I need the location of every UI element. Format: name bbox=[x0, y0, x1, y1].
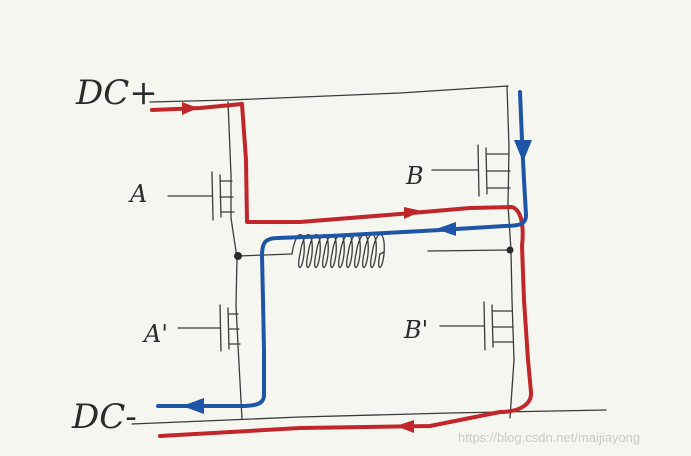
red-current-path bbox=[150, 102, 534, 438]
red-arrow-plus bbox=[182, 102, 198, 115]
switch-b-prime-taps bbox=[491, 310, 514, 343]
switch-a-prime-taps bbox=[227, 313, 241, 345]
switch-b bbox=[431, 144, 511, 197]
switch-a-prime-gate bbox=[219, 304, 222, 352]
red-arrow-load bbox=[404, 207, 422, 219]
switch-b-taps bbox=[485, 153, 511, 189]
dc-plus-label: DC+ bbox=[75, 73, 158, 113]
switch-a-channel bbox=[219, 174, 222, 218]
left-leg-wire bbox=[227, 101, 243, 420]
blue-arrow-load bbox=[436, 222, 456, 236]
left-midpoint-node bbox=[234, 252, 242, 260]
switch-b-prime-label: B' bbox=[403, 316, 428, 344]
switch-a-label: A bbox=[128, 180, 147, 208]
dc-minus-label: DC- bbox=[71, 397, 137, 437]
switch-a-prime bbox=[177, 304, 241, 352]
switch-a-prime-label: A' bbox=[142, 320, 168, 348]
dc-minus-rail bbox=[131, 409, 607, 425]
switch-b-prime bbox=[439, 301, 514, 351]
watermark: https://blog.csdn.net/maijiayong bbox=[458, 430, 640, 445]
switch-a bbox=[167, 171, 235, 221]
switch-b-label: B bbox=[405, 162, 424, 190]
switch-a-gate bbox=[211, 171, 214, 221]
switch-b-prime-gate bbox=[483, 301, 486, 351]
switch-b-gate bbox=[477, 144, 480, 197]
red-arrow-minus bbox=[396, 420, 414, 433]
switch-a-prime-channel bbox=[227, 307, 230, 350]
blue-arrow-minus bbox=[182, 398, 204, 414]
switch-a-taps bbox=[219, 180, 235, 213]
load-wire-right bbox=[427, 249, 511, 252]
dc-plus-rail bbox=[149, 85, 509, 103]
inductor-coil bbox=[291, 233, 385, 269]
blue-arrow-down bbox=[514, 140, 532, 162]
right-midpoint-node bbox=[506, 246, 514, 254]
blue-current-path bbox=[156, 90, 528, 408]
load-wire-left bbox=[237, 253, 293, 257]
switch-b-prime-channel bbox=[491, 304, 494, 348]
